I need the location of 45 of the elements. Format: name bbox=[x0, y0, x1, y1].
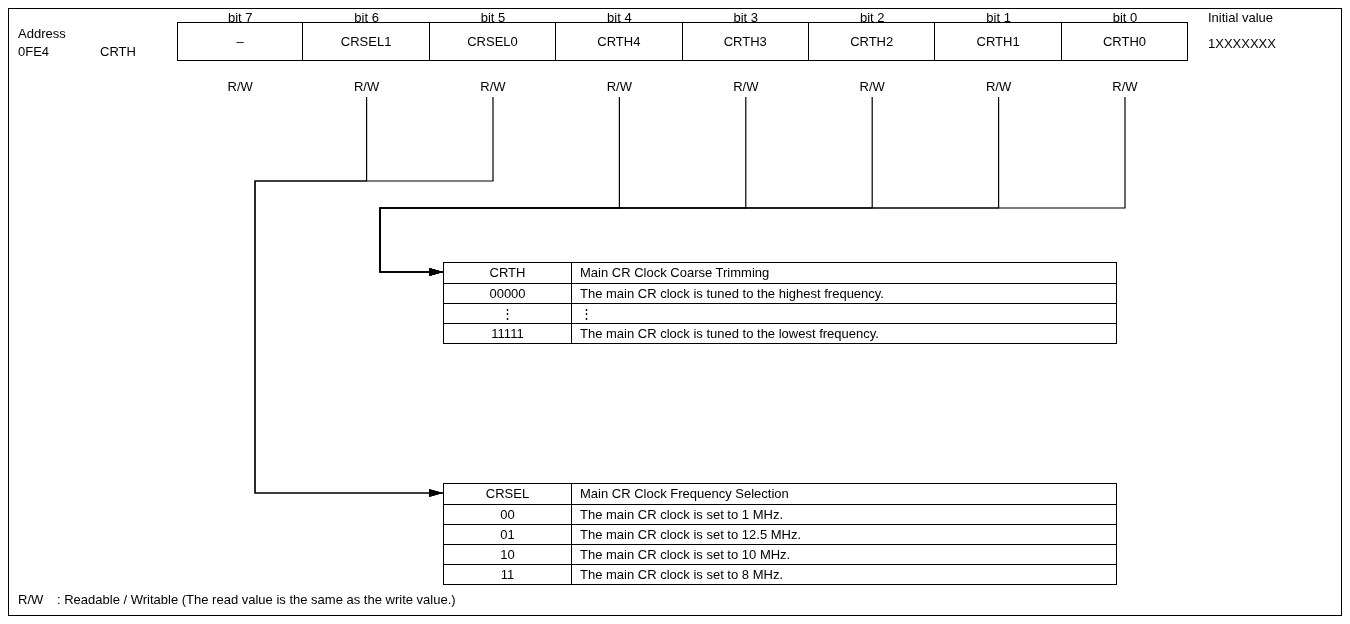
access-type: R/W bbox=[732, 78, 760, 96]
access-type: R/W bbox=[1111, 78, 1139, 96]
access-type: R/W bbox=[858, 78, 886, 96]
address-value: 0FE4 bbox=[18, 43, 50, 61]
connector-arrow bbox=[379, 96, 1126, 276]
access-type: R/W bbox=[605, 78, 633, 96]
register-bit-cell: CRTH1 bbox=[935, 22, 1062, 61]
access-type: R/W bbox=[352, 78, 381, 96]
table-cell: 11111 bbox=[444, 324, 572, 343]
table-cell: 00 bbox=[444, 505, 572, 524]
access-type: R/W bbox=[479, 78, 507, 96]
table-cell: 11 bbox=[444, 565, 572, 584]
table-cell-text: The main CR clock is tuned to the lowest frequency. bbox=[579, 325, 880, 343]
table-cell-text: ⋮ bbox=[579, 305, 594, 323]
connector-arrow bbox=[254, 96, 494, 497]
table-cell-text: The main CR clock is tuned to the highest frequency. bbox=[579, 285, 885, 303]
table-cell-text: The main CR clock is set to 10 MHz. bbox=[579, 546, 792, 564]
register-bit-cell: CRSEL1 bbox=[303, 22, 430, 61]
table-cell: ⋮ bbox=[444, 304, 572, 323]
legend-description: : Readable / Writable (The read value is the same as the write value.) bbox=[57, 591, 456, 609]
table-cell: 00000 bbox=[444, 284, 572, 303]
table-cell-text: Main CR Clock Coarse Trimming bbox=[579, 264, 771, 282]
table-cell: CRSEL bbox=[444, 484, 572, 504]
register-bit-cell: – bbox=[177, 22, 304, 61]
bit-description-table bbox=[443, 262, 1117, 344]
table-cell-text: The main CR clock is set to 8 MHz. bbox=[579, 566, 784, 584]
table-cell: CRTH bbox=[444, 263, 572, 283]
initial-value: 1XXXXXXX bbox=[1208, 35, 1276, 53]
initial-value-label: Initial value bbox=[1208, 9, 1274, 27]
table-cell: 01 bbox=[444, 525, 572, 544]
address-label: Address bbox=[18, 25, 66, 43]
register-bit-cell: CRSEL0 bbox=[429, 22, 557, 61]
access-type: R/W bbox=[984, 78, 1013, 96]
legend-abbreviation: R/W bbox=[18, 591, 44, 609]
table-cell: 10 bbox=[444, 545, 572, 564]
register-bit-cell: CRTH0 bbox=[1061, 22, 1189, 61]
access-type: R/W bbox=[226, 78, 254, 96]
register-name: CRTH bbox=[100, 43, 136, 61]
register-bit-cell: CRTH3 bbox=[682, 22, 809, 61]
table-cell-text: The main CR clock is set to 12.5 MHz. bbox=[579, 526, 803, 544]
bit-description-table bbox=[443, 483, 1117, 585]
register-bit-cell: CRTH4 bbox=[556, 22, 683, 61]
register-bit-cell: CRTH2 bbox=[809, 22, 936, 61]
table-cell-text: The main CR clock is set to 1 MHz. bbox=[579, 506, 784, 524]
table-cell-text: Main CR Clock Frequency Selection bbox=[579, 485, 790, 503]
